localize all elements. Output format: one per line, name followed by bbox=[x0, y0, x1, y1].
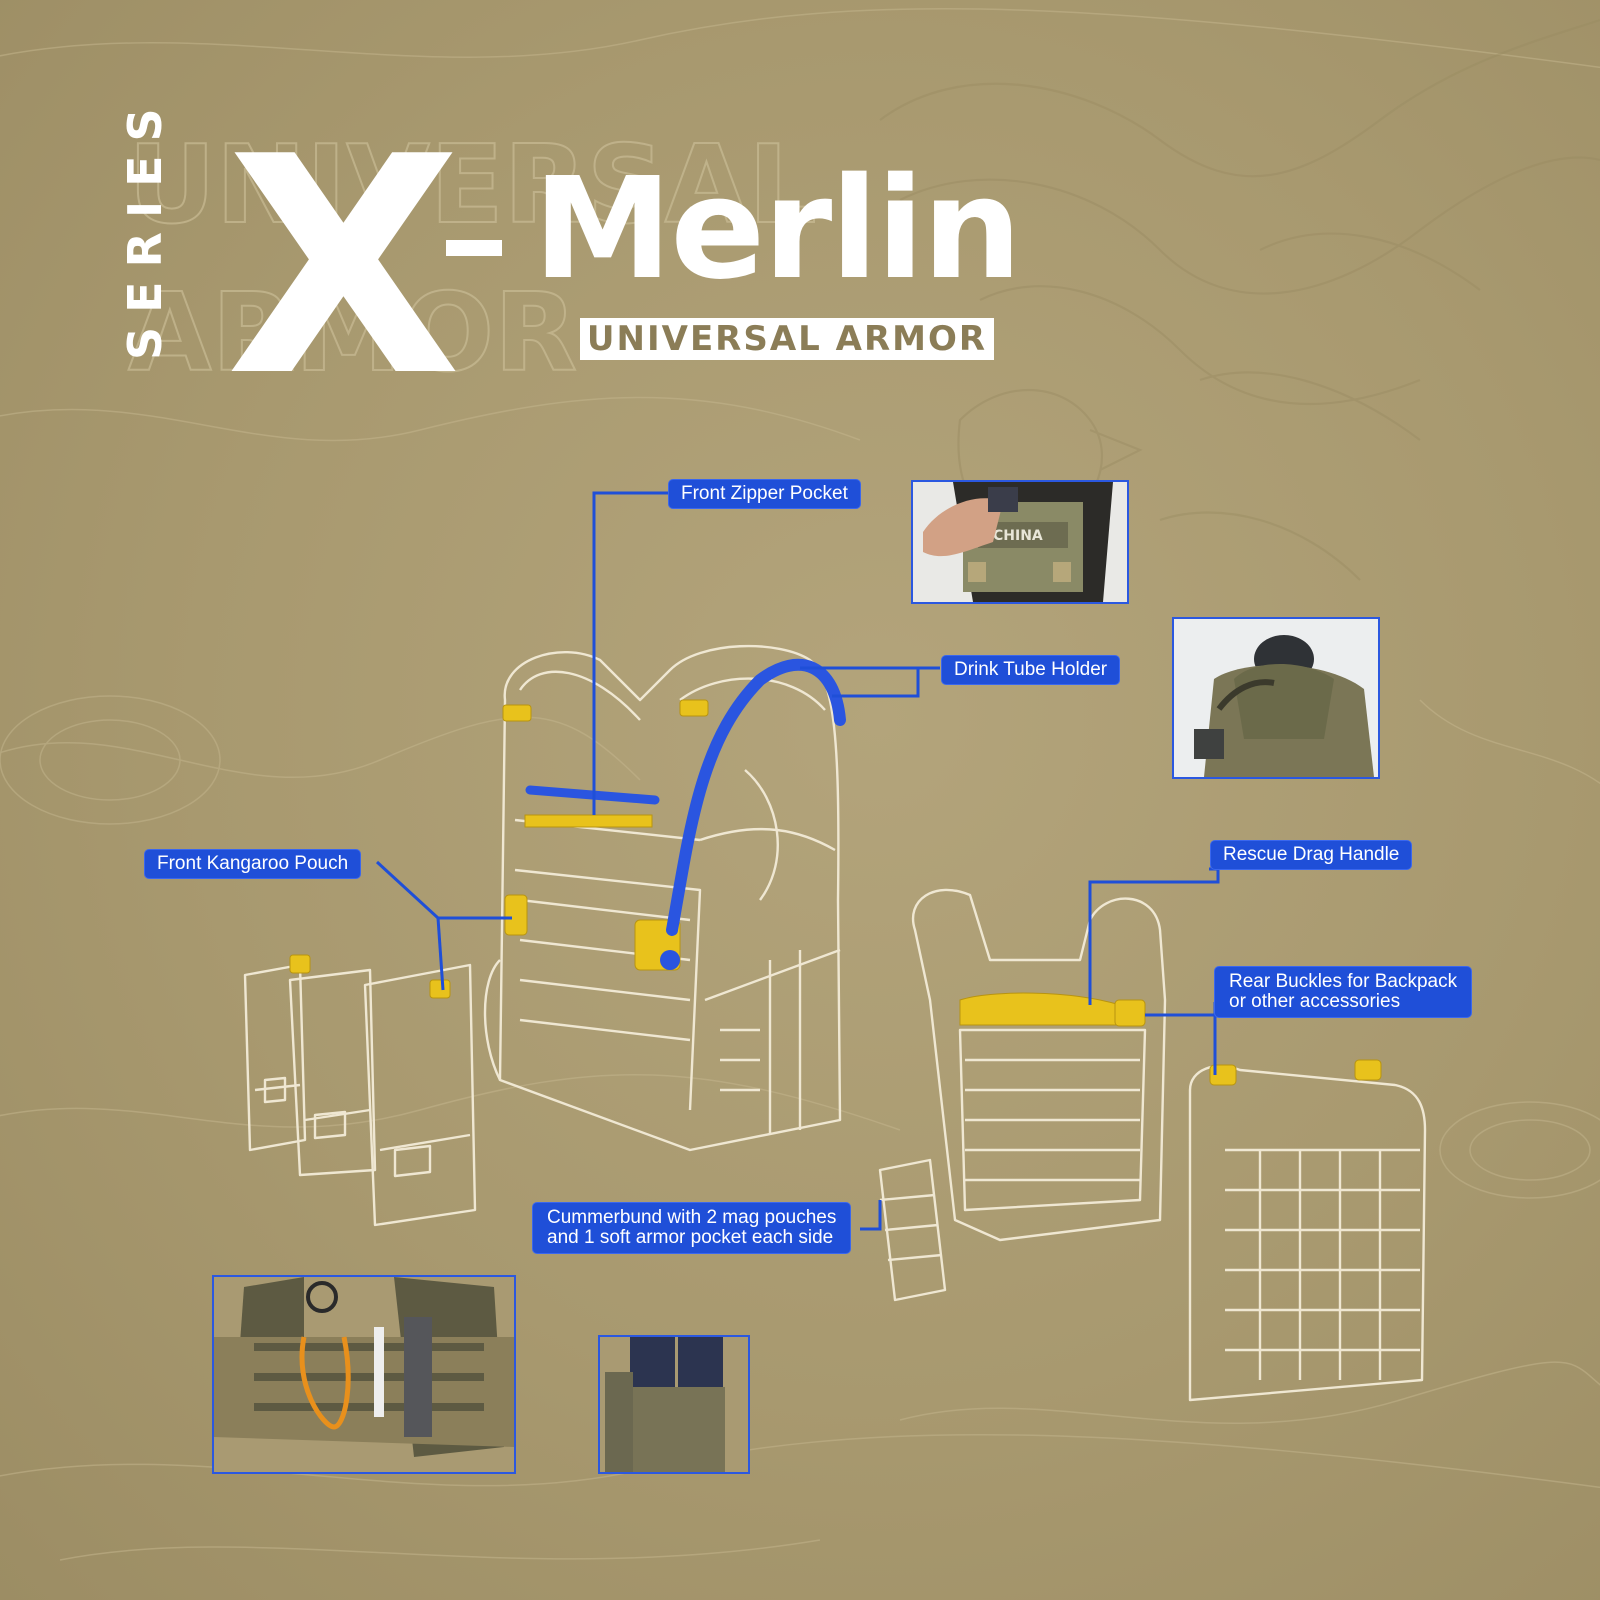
product-title: Merlin bbox=[533, 148, 1022, 311]
watermark-armor: ARMOR bbox=[128, 271, 577, 396]
front-pocket-photo: CHINA bbox=[911, 480, 1129, 604]
cummerbund-label-line1: Cummerbund with 2 mag pouches bbox=[547, 1207, 837, 1228]
front-zipper-highlight bbox=[524, 814, 653, 828]
watermark-text: UNIVERSAL ARMOR bbox=[127, 122, 818, 397]
drink-tube-photo bbox=[1172, 617, 1380, 779]
front-pocket-photo-art: CHINA bbox=[913, 482, 1127, 602]
kangaroo-buckle-highlight bbox=[504, 894, 528, 936]
product-subtitle: UNIVERSAL ARMOR bbox=[580, 318, 994, 360]
rear-buckles-label: Rear Buckles for Backpack or other acces… bbox=[1215, 967, 1472, 1017]
front-kangaroo-pouch-label: Front Kangaroo Pouch bbox=[145, 850, 361, 878]
rear-buckles-label-line2: or other accessories bbox=[1229, 991, 1401, 1012]
title-dash bbox=[446, 240, 502, 256]
cummerbund-photo bbox=[212, 1275, 516, 1474]
front-zipper-pocket-label: Front Zipper Pocket bbox=[669, 480, 860, 508]
mag-pouch-photo bbox=[598, 1335, 750, 1474]
rescue-drag-handle-highlight bbox=[959, 992, 1121, 1026]
drink-tube-photo-art bbox=[1174, 619, 1378, 777]
x-logo-mark: X bbox=[225, 93, 462, 442]
rescue-drag-handle-label: Rescue Drag Handle bbox=[1211, 841, 1412, 869]
cummerbund-label: Cummerbund with 2 mag pouches and 1 soft… bbox=[533, 1203, 851, 1253]
cummerbund-label-line2: and 1 soft armor pocket each side bbox=[547, 1227, 834, 1248]
callout-connectors bbox=[375, 491, 1220, 1231]
photo-patch-text: CHINA bbox=[993, 528, 1043, 544]
cummerbund-photo-art bbox=[214, 1277, 514, 1472]
rear-buckles-label-line1: Rear Buckles for Backpack bbox=[1229, 971, 1458, 992]
mag-pouch-photo-art bbox=[600, 1337, 748, 1472]
plate-carrier-sketch bbox=[243, 644, 1427, 1402]
watermark-universal: UNIVERSAL bbox=[128, 123, 817, 248]
drink-tube-holder-label: Drink Tube Holder bbox=[942, 656, 1120, 684]
